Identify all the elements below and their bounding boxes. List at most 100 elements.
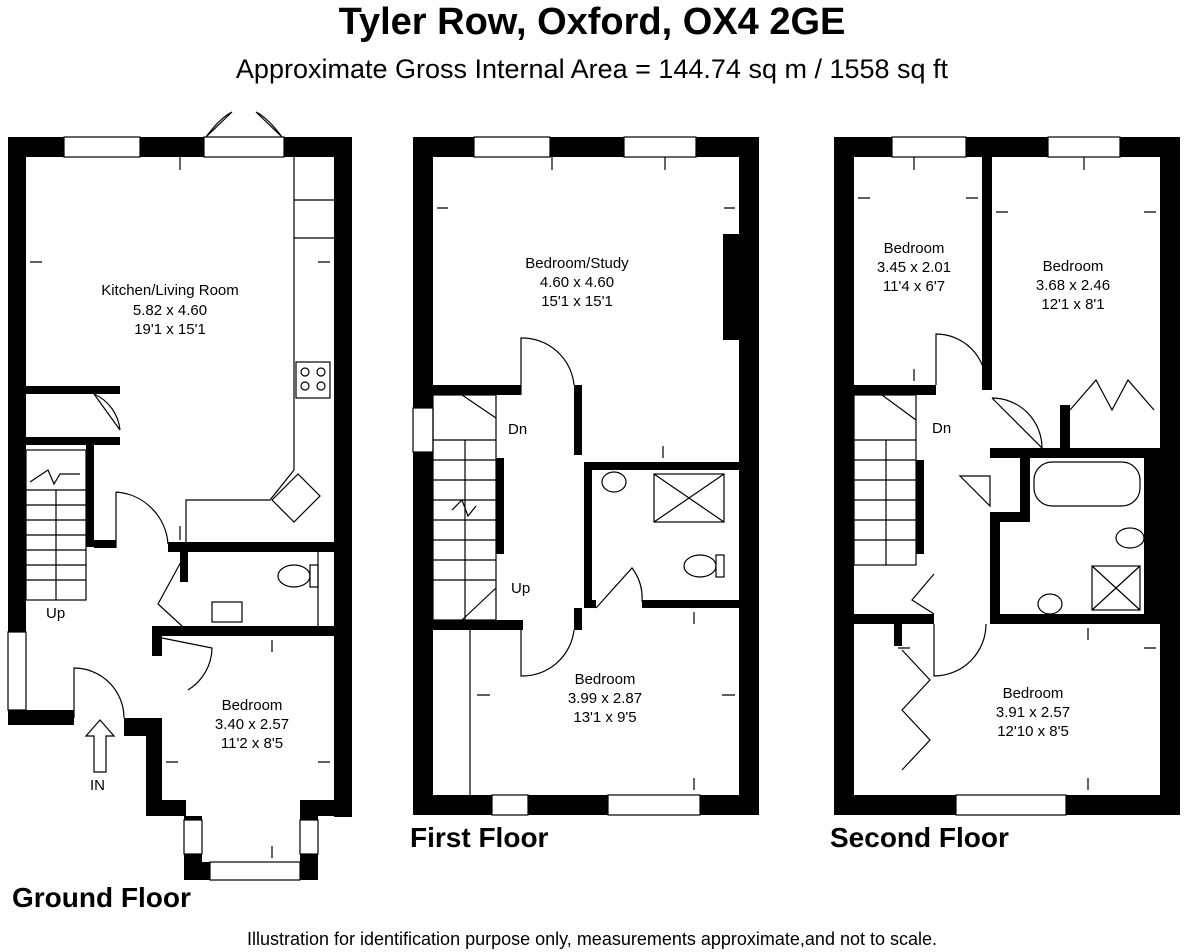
toilet-icon bbox=[1115, 527, 1145, 549]
wall bbox=[8, 137, 352, 157]
hob bbox=[295, 361, 331, 399]
wall bbox=[8, 137, 26, 725]
room-size-imperial: 13'1 x 9'5 bbox=[573, 709, 636, 726]
window bbox=[63, 136, 141, 158]
door bbox=[520, 629, 575, 677]
room-size-imperial: 12'1 x 8'1 bbox=[1041, 296, 1104, 313]
bath-icon bbox=[1033, 461, 1141, 507]
wall bbox=[990, 614, 1160, 624]
french-doors bbox=[205, 111, 283, 138]
room-name-kitchen-living: Kitchen/Living Room bbox=[101, 282, 239, 299]
room-size-metric: 3.40 x 2.57 bbox=[215, 716, 289, 733]
front-door bbox=[73, 667, 125, 719]
sink-icon bbox=[271, 473, 321, 523]
wall bbox=[86, 437, 94, 547]
staircase bbox=[25, 449, 87, 601]
first-floor-plan: Bedroom/Study 4.60 x 4.60 15'1 x 15'1 Be… bbox=[412, 136, 759, 816]
basin-icon bbox=[211, 601, 243, 623]
ground-floor-label: Ground Floor bbox=[12, 882, 191, 913]
wall bbox=[8, 710, 74, 725]
door bbox=[93, 393, 121, 431]
room-name-bedroom: Bedroom bbox=[222, 697, 283, 714]
window bbox=[623, 136, 697, 158]
wall bbox=[146, 800, 186, 816]
room-size-metric: 3.99 x 2.87 bbox=[568, 690, 642, 707]
wall bbox=[990, 448, 1160, 458]
disclaimer: Illustration for identification purpose … bbox=[246, 929, 938, 949]
toilet-icon bbox=[683, 554, 717, 578]
dimension-ticks bbox=[437, 157, 735, 790]
wall bbox=[574, 385, 582, 455]
wall bbox=[1160, 137, 1180, 815]
wall bbox=[334, 137, 352, 817]
door bbox=[520, 337, 575, 395]
french-doors-opening bbox=[203, 136, 285, 158]
room-size-imperial: 19'1 x 15'1 bbox=[134, 321, 206, 338]
room-size-metric: 5.82 x 4.60 bbox=[133, 302, 207, 319]
window bbox=[473, 136, 551, 158]
stairs-up-label: Up bbox=[46, 605, 65, 622]
room-name-bedroom-study: Bedroom/Study bbox=[525, 255, 629, 272]
door bbox=[157, 559, 183, 627]
stairs-down-label: Dn bbox=[508, 421, 527, 438]
wall bbox=[642, 600, 739, 608]
door bbox=[911, 573, 935, 615]
room-size-metric: 3.91 x 2.57 bbox=[996, 704, 1070, 721]
window bbox=[1047, 136, 1121, 158]
basin-icon bbox=[601, 471, 627, 493]
window bbox=[955, 794, 1067, 816]
room-size-imperial: 12'10 x 8'5 bbox=[997, 723, 1069, 740]
wall bbox=[723, 234, 739, 340]
ground-floor-plan: Kitchen/Living Room 5.82 x 4.60 19'1 x 1… bbox=[7, 111, 352, 881]
door bbox=[161, 637, 213, 691]
toilet-icon bbox=[277, 564, 311, 588]
wall bbox=[894, 624, 902, 646]
stair-balustrade bbox=[916, 460, 924, 554]
room-size-imperial: 11'2 x 8'5 bbox=[221, 735, 283, 752]
dimension-ticks bbox=[858, 157, 1156, 790]
room-size-metric: 3.45 x 2.01 bbox=[877, 259, 951, 276]
window bbox=[412, 407, 434, 453]
wall bbox=[26, 386, 120, 394]
wall bbox=[26, 437, 120, 445]
wall bbox=[152, 626, 352, 636]
wall bbox=[168, 542, 352, 552]
gross-internal-area: Approximate Gross Internal Area = 144.74… bbox=[235, 54, 949, 84]
window bbox=[183, 819, 203, 855]
door bbox=[935, 333, 987, 385]
second-floor-label: Second Floor bbox=[830, 822, 1009, 853]
room-size-imperial: 15'1 x 15'1 bbox=[541, 293, 613, 310]
wardrobe-doors bbox=[901, 649, 931, 771]
room-name-bedroom: Bedroom bbox=[884, 240, 945, 257]
room-name-bedroom: Bedroom bbox=[575, 671, 636, 688]
room-size-metric: 4.60 x 4.60 bbox=[540, 274, 614, 291]
room-name-bedroom: Bedroom bbox=[1003, 685, 1064, 702]
wall bbox=[413, 137, 759, 157]
stair-balustrade bbox=[496, 458, 504, 554]
wall bbox=[982, 157, 992, 390]
wall bbox=[1060, 405, 1070, 453]
wall bbox=[584, 462, 739, 470]
wall bbox=[1144, 448, 1160, 618]
stairs-up-label: Up bbox=[511, 580, 530, 597]
wall bbox=[990, 512, 1000, 620]
wall bbox=[834, 137, 854, 815]
room-size-imperial: 11'4 x 6'7 bbox=[883, 278, 945, 295]
wall bbox=[300, 800, 352, 816]
wall bbox=[584, 600, 596, 608]
wall bbox=[94, 540, 116, 548]
entrance-arrow-icon bbox=[84, 719, 116, 773]
wall bbox=[152, 636, 162, 656]
wall bbox=[433, 385, 521, 395]
wall bbox=[1020, 458, 1030, 520]
wall bbox=[146, 718, 162, 816]
wall bbox=[574, 608, 582, 630]
kitchen-units bbox=[294, 199, 334, 239]
dimension-ticks bbox=[30, 157, 330, 858]
window bbox=[891, 136, 967, 158]
room-name-bedroom: Bedroom bbox=[1043, 258, 1104, 275]
staircase bbox=[853, 394, 917, 566]
entrance-label: IN bbox=[90, 777, 105, 794]
wall bbox=[413, 795, 759, 815]
